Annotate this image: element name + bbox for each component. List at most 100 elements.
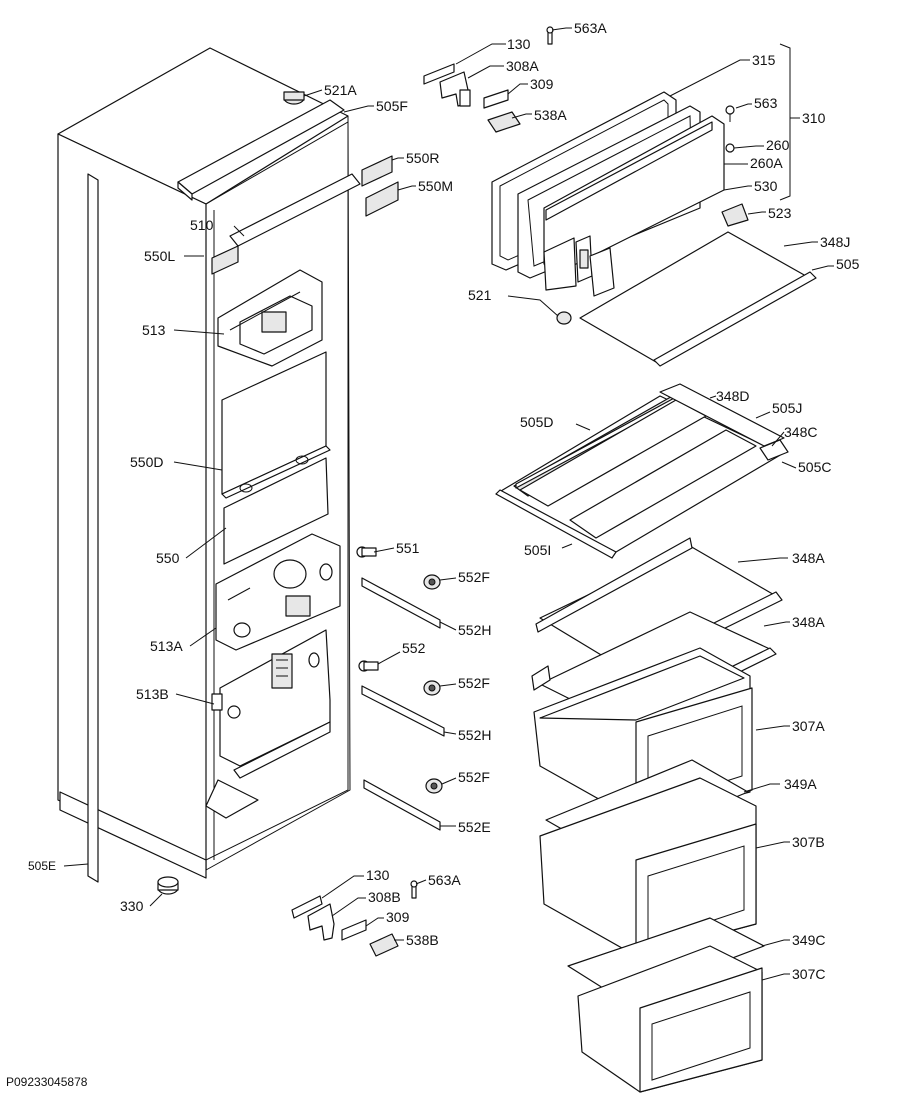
screw-563 [725,105,735,122]
label-505: 505 [836,256,860,272]
label-348c: 348C [784,424,817,440]
label-308b: 308B [368,889,401,905]
clip-260 [725,143,735,153]
fan-housing-513a [215,533,341,651]
label-530: 530 [754,178,778,194]
label-538a: 538A [534,107,567,123]
trim-505j [659,383,785,447]
door-seal-strip-505e [87,173,99,883]
cap-521 [556,311,572,325]
label-550l: 550L [144,248,175,264]
cover-550l [211,245,239,275]
handle-260a [575,235,593,283]
light-housing-513 [217,269,323,367]
cover-plate-550d [221,351,331,499]
label-550r: 550R [406,150,439,166]
label-307a: 307A [792,718,825,734]
label-521: 521 [468,287,492,303]
label-308a: 308A [506,58,539,74]
label-552f-2: 552F [458,675,490,691]
label-260a: 260A [750,155,783,171]
shelf-trim-505 [653,271,817,367]
rail-552h-2 [361,685,445,737]
label-552f-1: 552F [458,569,490,585]
plate-309-bottom [341,919,367,941]
label-551: 551 [396,540,420,556]
label-309-top: 309 [530,76,554,92]
end-cap-530 [589,247,615,297]
cover-550r [361,155,393,187]
hinge-130-bottom [291,895,323,919]
cap-521a [283,91,305,105]
rail-552h-1 [361,577,441,629]
hinge-130-top [423,63,455,85]
hinge-308b [307,903,335,941]
label-130-bottom: 130 [366,867,390,883]
label-348a-2: 348A [792,614,825,630]
label-307b: 307B [792,834,825,850]
label-505f: 505F [376,98,408,114]
part-labels: 130 563A 308A 309 538A 315 563 310 260 2… [28,20,860,982]
cover-550m [365,181,399,217]
label-505i: 505I [524,542,551,558]
label-550d: 550D [130,454,163,470]
label-315: 315 [752,52,776,68]
hinge-538a [487,111,521,133]
label-130-top: 130 [507,36,531,52]
label-550m: 550M [418,178,453,194]
trim-505c [759,439,789,461]
cover-plate-550 [223,457,329,565]
label-552: 552 [402,640,426,656]
door-panel-530 [543,115,725,291]
label-563a-bottom: 563A [428,872,461,888]
pin-551 [356,546,377,558]
label-538b: 538B [406,932,439,948]
screw-563a-bottom [410,880,418,899]
label-349c: 349C [792,932,825,948]
pin-552 [358,660,379,672]
label-260: 260 [766,137,790,153]
label-552e: 552E [458,819,491,835]
label-349a: 349A [784,776,817,792]
hinge-308a [439,71,471,107]
label-330: 330 [120,898,144,914]
rail-552e [363,779,441,831]
label-348d: 348D [716,388,749,404]
drawing-number: P09233045878 [6,1075,88,1089]
label-310: 310 [802,110,826,126]
support-552f-1 [423,574,441,590]
glass-348c [569,429,757,539]
label-552f-3: 552F [458,769,490,785]
drawer-307c [577,945,763,1093]
label-505e: 505E [28,859,56,873]
label-513: 513 [142,322,166,338]
label-563: 563 [754,95,778,111]
label-523: 523 [768,205,792,221]
label-505c: 505C [798,459,831,475]
label-505d: 505D [520,414,553,430]
label-309-bottom: 309 [386,909,410,925]
label-510: 510 [190,217,214,233]
support-552f-2 [423,680,441,696]
label-513a: 513A [150,638,183,654]
label-348a-1: 348A [792,550,825,566]
foot-330 [157,876,179,895]
label-513b: 513B [136,686,169,702]
label-552h-1: 552H [458,622,491,638]
label-505j: 505J [772,400,802,416]
leader-lines [63,27,834,981]
label-550: 550 [156,550,180,566]
air-duct-513b [205,629,331,819]
label-348j: 348J [820,234,850,250]
front-trim-505i [495,489,617,559]
support-552f-3 [425,778,443,794]
label-552h-2: 552H [458,727,491,743]
latch-523 [721,203,749,227]
drawer-307b [539,777,757,957]
plate-309-top [483,89,509,109]
label-307c: 307C [792,966,825,982]
label-521a: 521A [324,82,357,98]
label-563a-top: 563A [574,20,607,36]
hinge-538b [369,933,399,957]
